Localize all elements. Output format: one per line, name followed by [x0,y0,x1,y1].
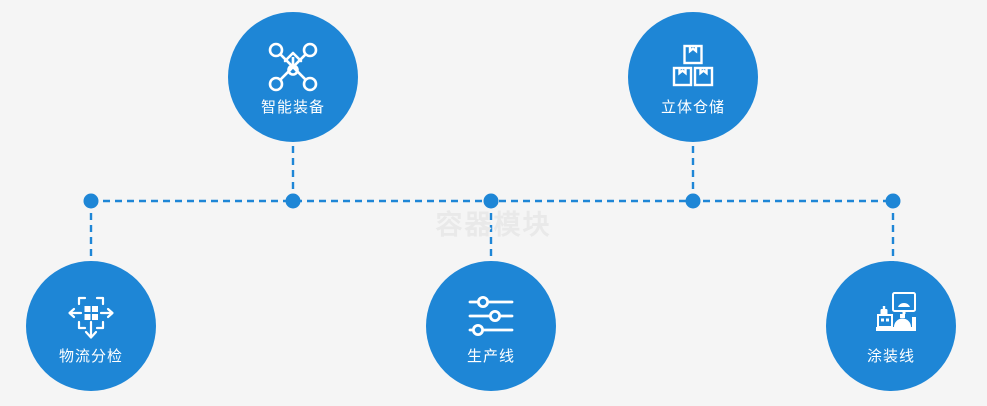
sorting-arrows-icon [64,289,118,343]
node-smart-equipment[interactable]: 智能装备 [228,12,358,142]
node-logistics[interactable]: 物流分检 [26,261,156,391]
sliders-icon [464,289,518,343]
watermark-text: 容器模块 [435,210,552,240]
node-painting[interactable]: 涂装线 [826,261,956,391]
node-production[interactable]: 生产线 [426,261,556,391]
node-label-painting: 涂装线 [866,347,915,365]
node-warehouse[interactable]: 立体仓储 [628,12,758,142]
network-nodes-icon [266,40,320,94]
node-label-warehouse: 立体仓储 [660,98,725,116]
factory-machine-icon [864,289,918,343]
node-label-production: 生产线 [466,347,515,365]
stacked-boxes-icon [666,40,720,94]
node-label-smart-equipment: 智能装备 [260,98,325,116]
node-label-logistics: 物流分检 [58,347,123,365]
